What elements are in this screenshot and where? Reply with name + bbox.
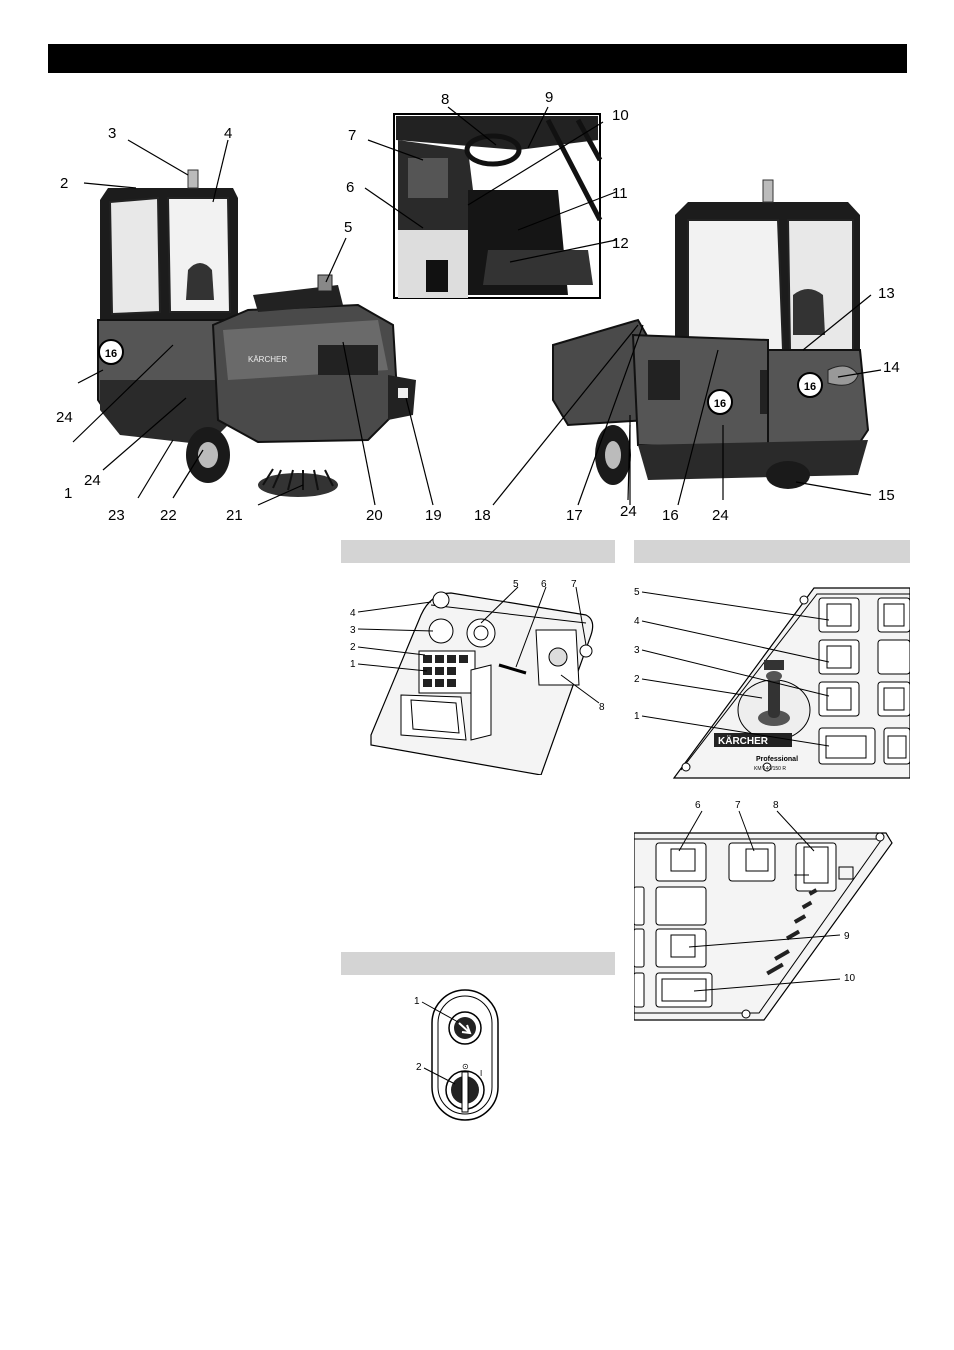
callout-12: 12	[612, 235, 629, 252]
callout-6: 6	[346, 179, 354, 196]
callout-21: 21	[226, 507, 243, 524]
vehicle-number-left: 16	[105, 348, 117, 360]
joy-callout-1: 1	[634, 711, 640, 722]
section-bar-dashboard	[341, 540, 615, 563]
key-callout-2: 2	[416, 1062, 422, 1073]
callout-10: 10	[612, 107, 629, 124]
callout-22: 22	[160, 507, 177, 524]
page-header-bar	[48, 44, 907, 73]
key-switch-figure: ⊙ I 1 2	[410, 988, 510, 1128]
callout-18: 18	[474, 507, 491, 524]
vehicle-number-right-1: 16	[714, 398, 726, 410]
joy-callout-3: 3	[634, 645, 640, 656]
callout-17: 17	[566, 507, 583, 524]
section-bar-key	[341, 952, 615, 975]
joy-callout-5: 5	[634, 587, 640, 598]
dash-callout-2: 2	[350, 642, 356, 653]
dash-callout-3: 3	[350, 625, 356, 636]
cab-interior-view	[394, 114, 600, 298]
callout-5: 5	[344, 219, 352, 236]
machine-left-view: 16 KÄRCHER	[98, 170, 416, 497]
callout-24d: 24	[712, 507, 729, 524]
panel-callout-9: 9	[844, 931, 850, 942]
dash-callout-4: 4	[350, 608, 356, 619]
callout-4: 4	[224, 125, 232, 142]
machine-overview-figure: 16 KÄRCHER	[48, 80, 910, 535]
section-bar-joystick	[634, 540, 910, 563]
callout-9: 9	[545, 89, 553, 106]
callout-20: 20	[366, 507, 383, 524]
dashboard-figure: 1 2 3 4 5 6 7 8	[341, 575, 615, 775]
joystick-brand: KÄRCHER	[718, 734, 769, 747]
svg-text:I: I	[480, 1069, 482, 1078]
callout-1: 1	[64, 485, 72, 502]
vehicle-number-right-2: 16	[804, 381, 816, 393]
dash-callout-8: 8	[599, 702, 605, 713]
dash-callout-7: 7	[571, 579, 577, 590]
callout-16: 16	[662, 507, 679, 524]
callout-14: 14	[883, 359, 900, 376]
brand-label-left: KÄRCHER	[248, 355, 287, 364]
panel-callout-7: 7	[735, 800, 741, 811]
svg-text:⊙: ⊙	[462, 1062, 469, 1071]
callout-15: 15	[878, 487, 895, 504]
callout-19: 19	[425, 507, 442, 524]
dash-callout-5: 5	[513, 579, 519, 590]
callout-2: 2	[60, 175, 68, 192]
callout-3: 3	[108, 125, 116, 142]
joystick-panel-figure: KÄRCHER Professional KM 140/150 R 1 2 3 …	[634, 580, 910, 780]
callout-7: 7	[348, 127, 356, 144]
callout-23: 23	[108, 507, 125, 524]
joy-callout-4: 4	[634, 616, 640, 627]
dash-callout-1: 1	[350, 659, 356, 670]
button-panel-figure: 6 7 8 9 10	[634, 795, 896, 1025]
joystick-model-1: Professional	[756, 756, 798, 763]
callout-24c: 24	[620, 503, 637, 520]
panel-callout-6: 6	[695, 800, 701, 811]
callout-24b: 24	[84, 472, 101, 489]
joystick-model-2: KM 140/150 R	[754, 766, 786, 772]
key-callout-1: 1	[414, 996, 420, 1007]
panel-callout-10: 10	[844, 973, 856, 984]
callout-24a: 24	[56, 409, 73, 426]
callout-13: 13	[878, 285, 895, 302]
joy-callout-2: 2	[634, 674, 640, 685]
dash-callout-6: 6	[541, 579, 547, 590]
callout-11: 11	[612, 185, 628, 202]
panel-callout-8: 8	[773, 800, 779, 811]
callout-8: 8	[441, 91, 449, 108]
